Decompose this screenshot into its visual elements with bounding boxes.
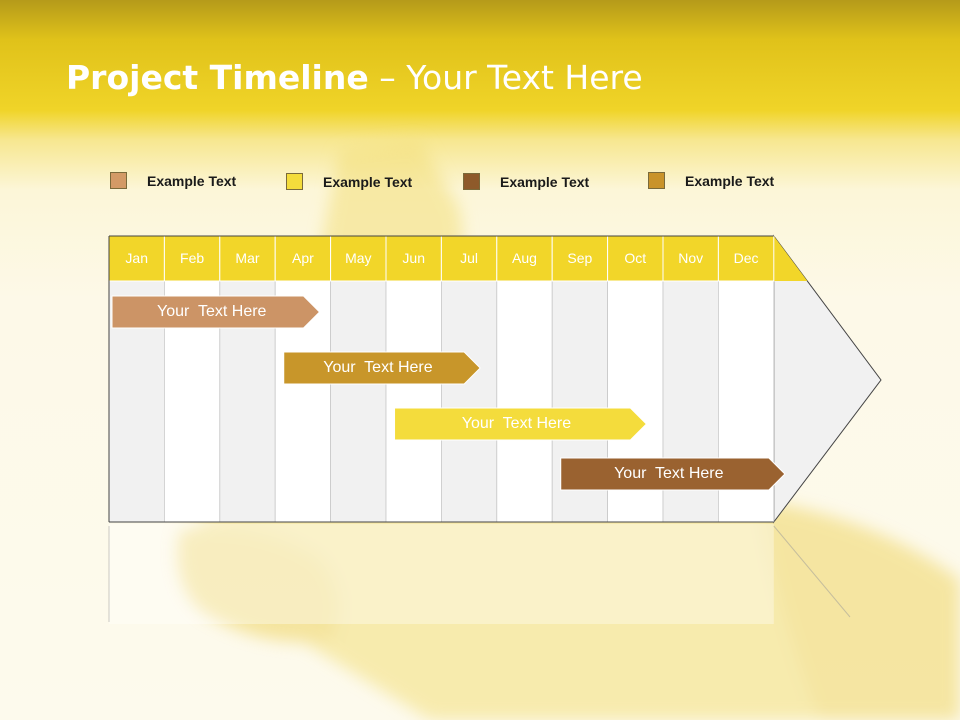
month-label-jul: Jul xyxy=(460,250,479,266)
title-main: Project Timeline xyxy=(66,58,369,97)
month-column xyxy=(385,280,442,523)
month-column xyxy=(330,280,387,523)
legend-label: Example Text xyxy=(500,173,590,190)
arrow-header-fill xyxy=(773,236,808,281)
month-label-oct: Oct xyxy=(624,250,647,266)
legend-item: Example Text xyxy=(463,173,589,190)
task-bar xyxy=(111,295,321,329)
legend-item: Example Text xyxy=(286,173,412,190)
month-label-feb: Feb xyxy=(180,250,205,266)
month-label-sep: Sep xyxy=(567,250,593,266)
task-label: Your Text Here xyxy=(157,303,267,320)
legend-swatch xyxy=(110,172,127,189)
legend-item: Example Text xyxy=(648,172,774,189)
legend-swatch xyxy=(286,173,303,190)
month-label-may: May xyxy=(345,250,372,266)
page-title: Project Timeline – Your Text Here xyxy=(66,58,643,97)
month-label-dec: Dec xyxy=(733,250,759,266)
month-label-mar: Mar xyxy=(235,250,260,266)
legend-label: Example Text xyxy=(323,173,413,190)
month-label-aug: Aug xyxy=(512,250,537,266)
legend-label: Example Text xyxy=(147,172,237,189)
task-label: Your Text Here xyxy=(323,359,433,376)
month-column xyxy=(440,280,498,523)
reflection-edge-arrow xyxy=(773,525,851,618)
title-subtitle: – Your Text Here xyxy=(368,58,643,97)
legend-swatch xyxy=(463,173,480,190)
task-bar xyxy=(283,351,481,385)
month-label-jun: Jun xyxy=(402,250,425,266)
legend-label: Example Text xyxy=(685,172,775,189)
month-header-cell xyxy=(662,235,719,282)
month-header-cell xyxy=(219,235,276,282)
month-label-jan: Jan xyxy=(125,250,148,266)
month-label-apr: Apr xyxy=(291,250,314,266)
task-bar xyxy=(394,407,648,441)
month-header-cell xyxy=(274,235,332,282)
month-header-cell xyxy=(717,235,775,282)
reflection xyxy=(109,524,774,624)
task-label: Your Text Here xyxy=(614,465,724,482)
month-column xyxy=(496,280,553,523)
month-header-cell xyxy=(385,235,442,282)
legend-swatch xyxy=(648,172,665,189)
legend-item: Example Text xyxy=(110,172,236,189)
task-label: Your Text Here xyxy=(461,415,572,432)
month-label-nov: Nov xyxy=(678,250,704,266)
month-header-cell xyxy=(440,235,498,282)
task-bar xyxy=(560,457,786,491)
month-header-cell xyxy=(551,235,609,282)
